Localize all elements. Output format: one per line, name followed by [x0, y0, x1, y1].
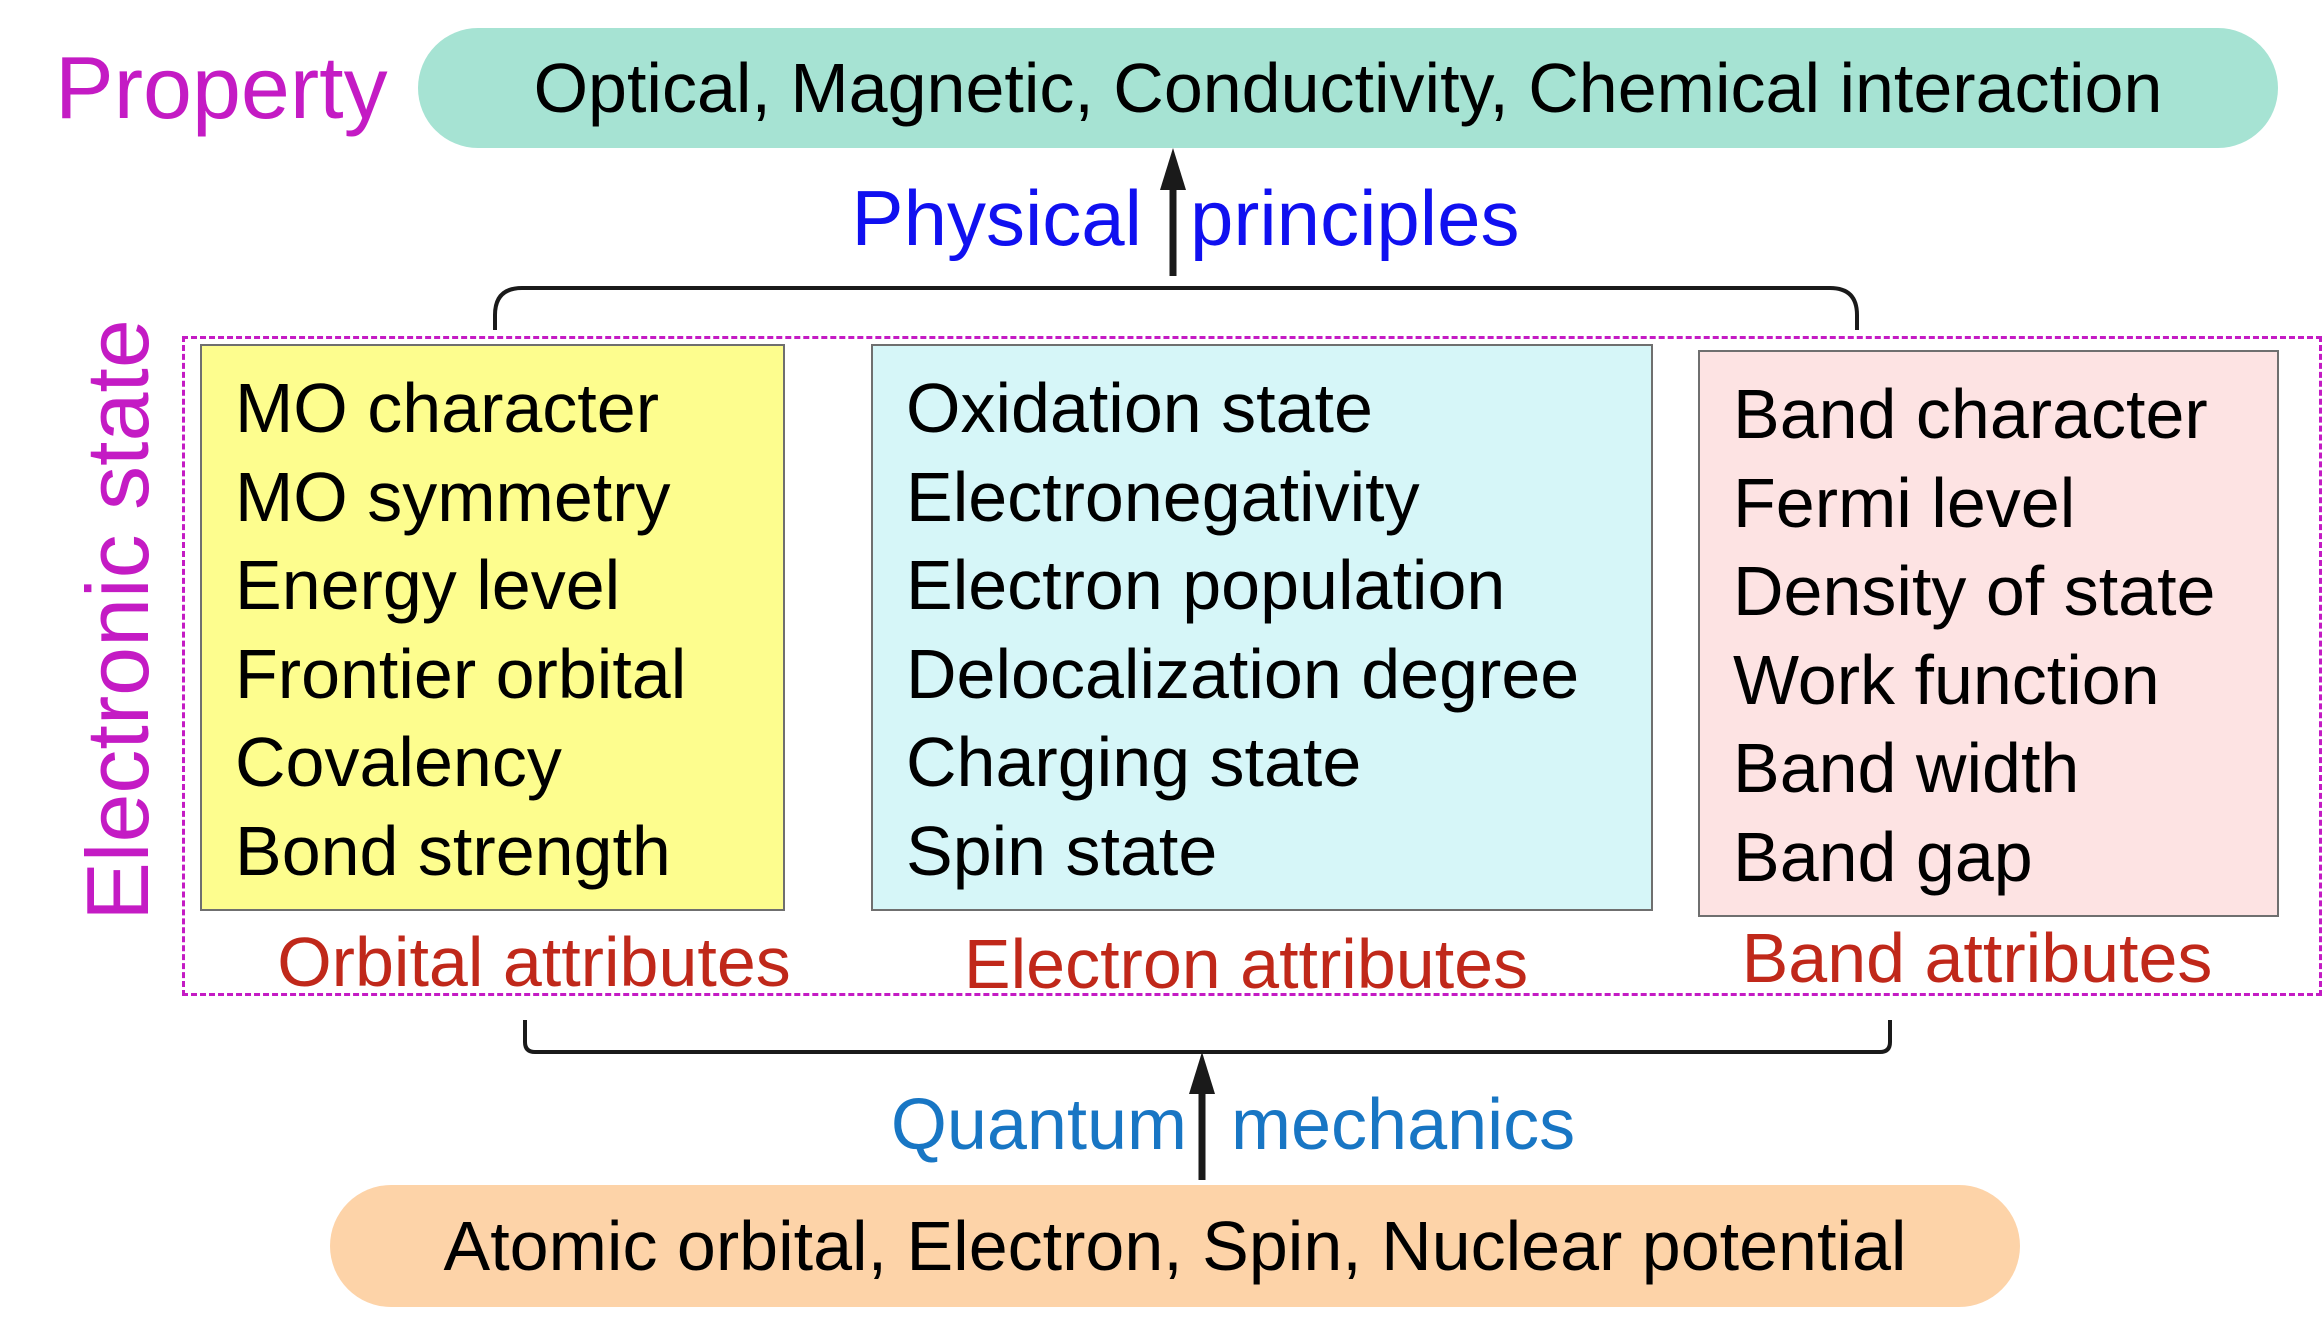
foundation-pill-text: Atomic orbital, Electron, Spin, Nuclear … [443, 1207, 1907, 1285]
electron-item: Delocalization degree [906, 634, 1580, 713]
property-pill-text: Optical, Magnetic, Conductivity, Chemica… [533, 49, 2163, 127]
band-attributes-list: Band character Fermi level Density of st… [1733, 370, 2277, 901]
electron-attributes-box: Oxidation state Electronegativity Electr… [871, 344, 1653, 911]
electron-item: Charging state [906, 723, 1362, 801]
electron-item: Spin state [906, 811, 1218, 890]
orbital-item: Bond strength [235, 811, 671, 890]
band-item: Band character [1733, 375, 2208, 453]
electronic-state-label: Electronic state [68, 319, 167, 921]
physical-principles-left: Physical [851, 174, 1142, 262]
electron-attributes-list: Oxidation state Electronegativity Electr… [906, 364, 1651, 895]
band-item: Fermi level [1733, 463, 2076, 542]
electronic-state-region [182, 336, 2322, 996]
electron-item: Electron population [906, 546, 1506, 624]
foundation-pill: Atomic orbital, Electron, Spin, Nuclear … [330, 1185, 2020, 1307]
orbital-item: Frontier orbital [235, 634, 687, 713]
quantum-mechanics-left: Quantum [890, 1085, 1187, 1165]
lower-bracket [523, 1020, 1892, 1054]
orbital-item: MO symmetry [235, 457, 671, 536]
orbital-attributes-box: MO character MO symmetry Energy level Fr… [200, 344, 785, 911]
band-item: Work function [1733, 640, 2160, 719]
band-attributes-caption: Band attributes [1741, 919, 2213, 997]
upper-bracket [493, 286, 1859, 330]
band-item: Band gap [1733, 817, 2033, 896]
electron-item: Electronegativity [906, 457, 1420, 536]
physical-principles-right: principles [1190, 174, 1520, 262]
quantum-mechanics-right: mechanics [1231, 1085, 1576, 1165]
band-item: Density of state [1733, 552, 2216, 630]
orbital-item: MO character [235, 369, 659, 447]
lower-arrow-head [1189, 1052, 1215, 1094]
property-pill: Optical, Magnetic, Conductivity, Chemica… [418, 28, 2278, 148]
orbital-attributes-caption: Orbital attributes [277, 923, 791, 1001]
electron-item: Oxidation state [906, 369, 1373, 447]
orbital-item: Covalency [235, 723, 562, 801]
band-item: Band width [1733, 729, 2080, 807]
upper-arrow-head [1160, 148, 1186, 190]
property-label: Property [55, 38, 388, 137]
band-attributes-box: Band character Fermi level Density of st… [1698, 350, 2279, 917]
electron-attributes-caption: Electron attributes [963, 925, 1529, 1003]
orbital-attributes-list: MO character MO symmetry Energy level Fr… [235, 364, 783, 895]
orbital-item: Energy level [235, 546, 621, 624]
